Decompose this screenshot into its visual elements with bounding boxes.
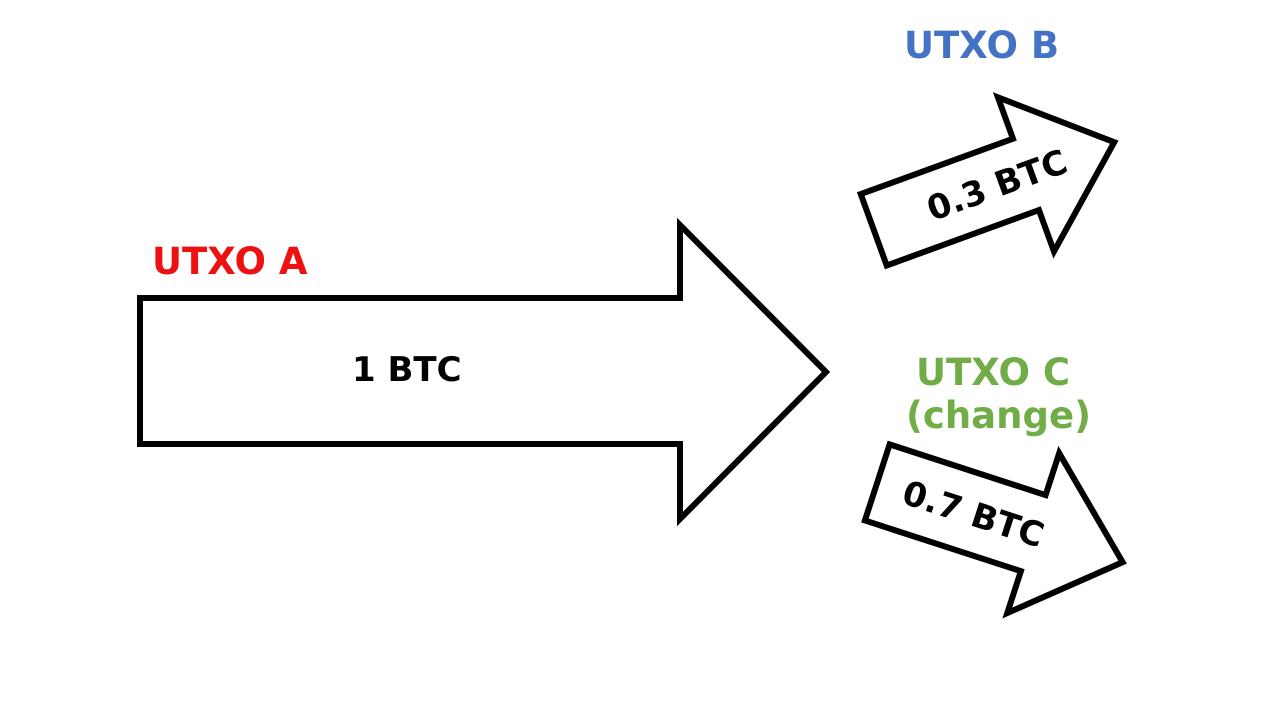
utxo-b-label: UTXO B <box>904 24 1059 67</box>
utxo-c-label: UTXO C <box>916 351 1070 394</box>
utxo-a-label: UTXO A <box>152 240 308 283</box>
utxo-c-sublabel: (change) <box>906 394 1091 437</box>
utxo-b-arrow <box>856 92 1119 270</box>
utxo-c-arrow <box>861 440 1127 619</box>
utxo-a-arrow <box>137 217 831 527</box>
utxo-a-amount: 1 BTC <box>352 350 462 390</box>
